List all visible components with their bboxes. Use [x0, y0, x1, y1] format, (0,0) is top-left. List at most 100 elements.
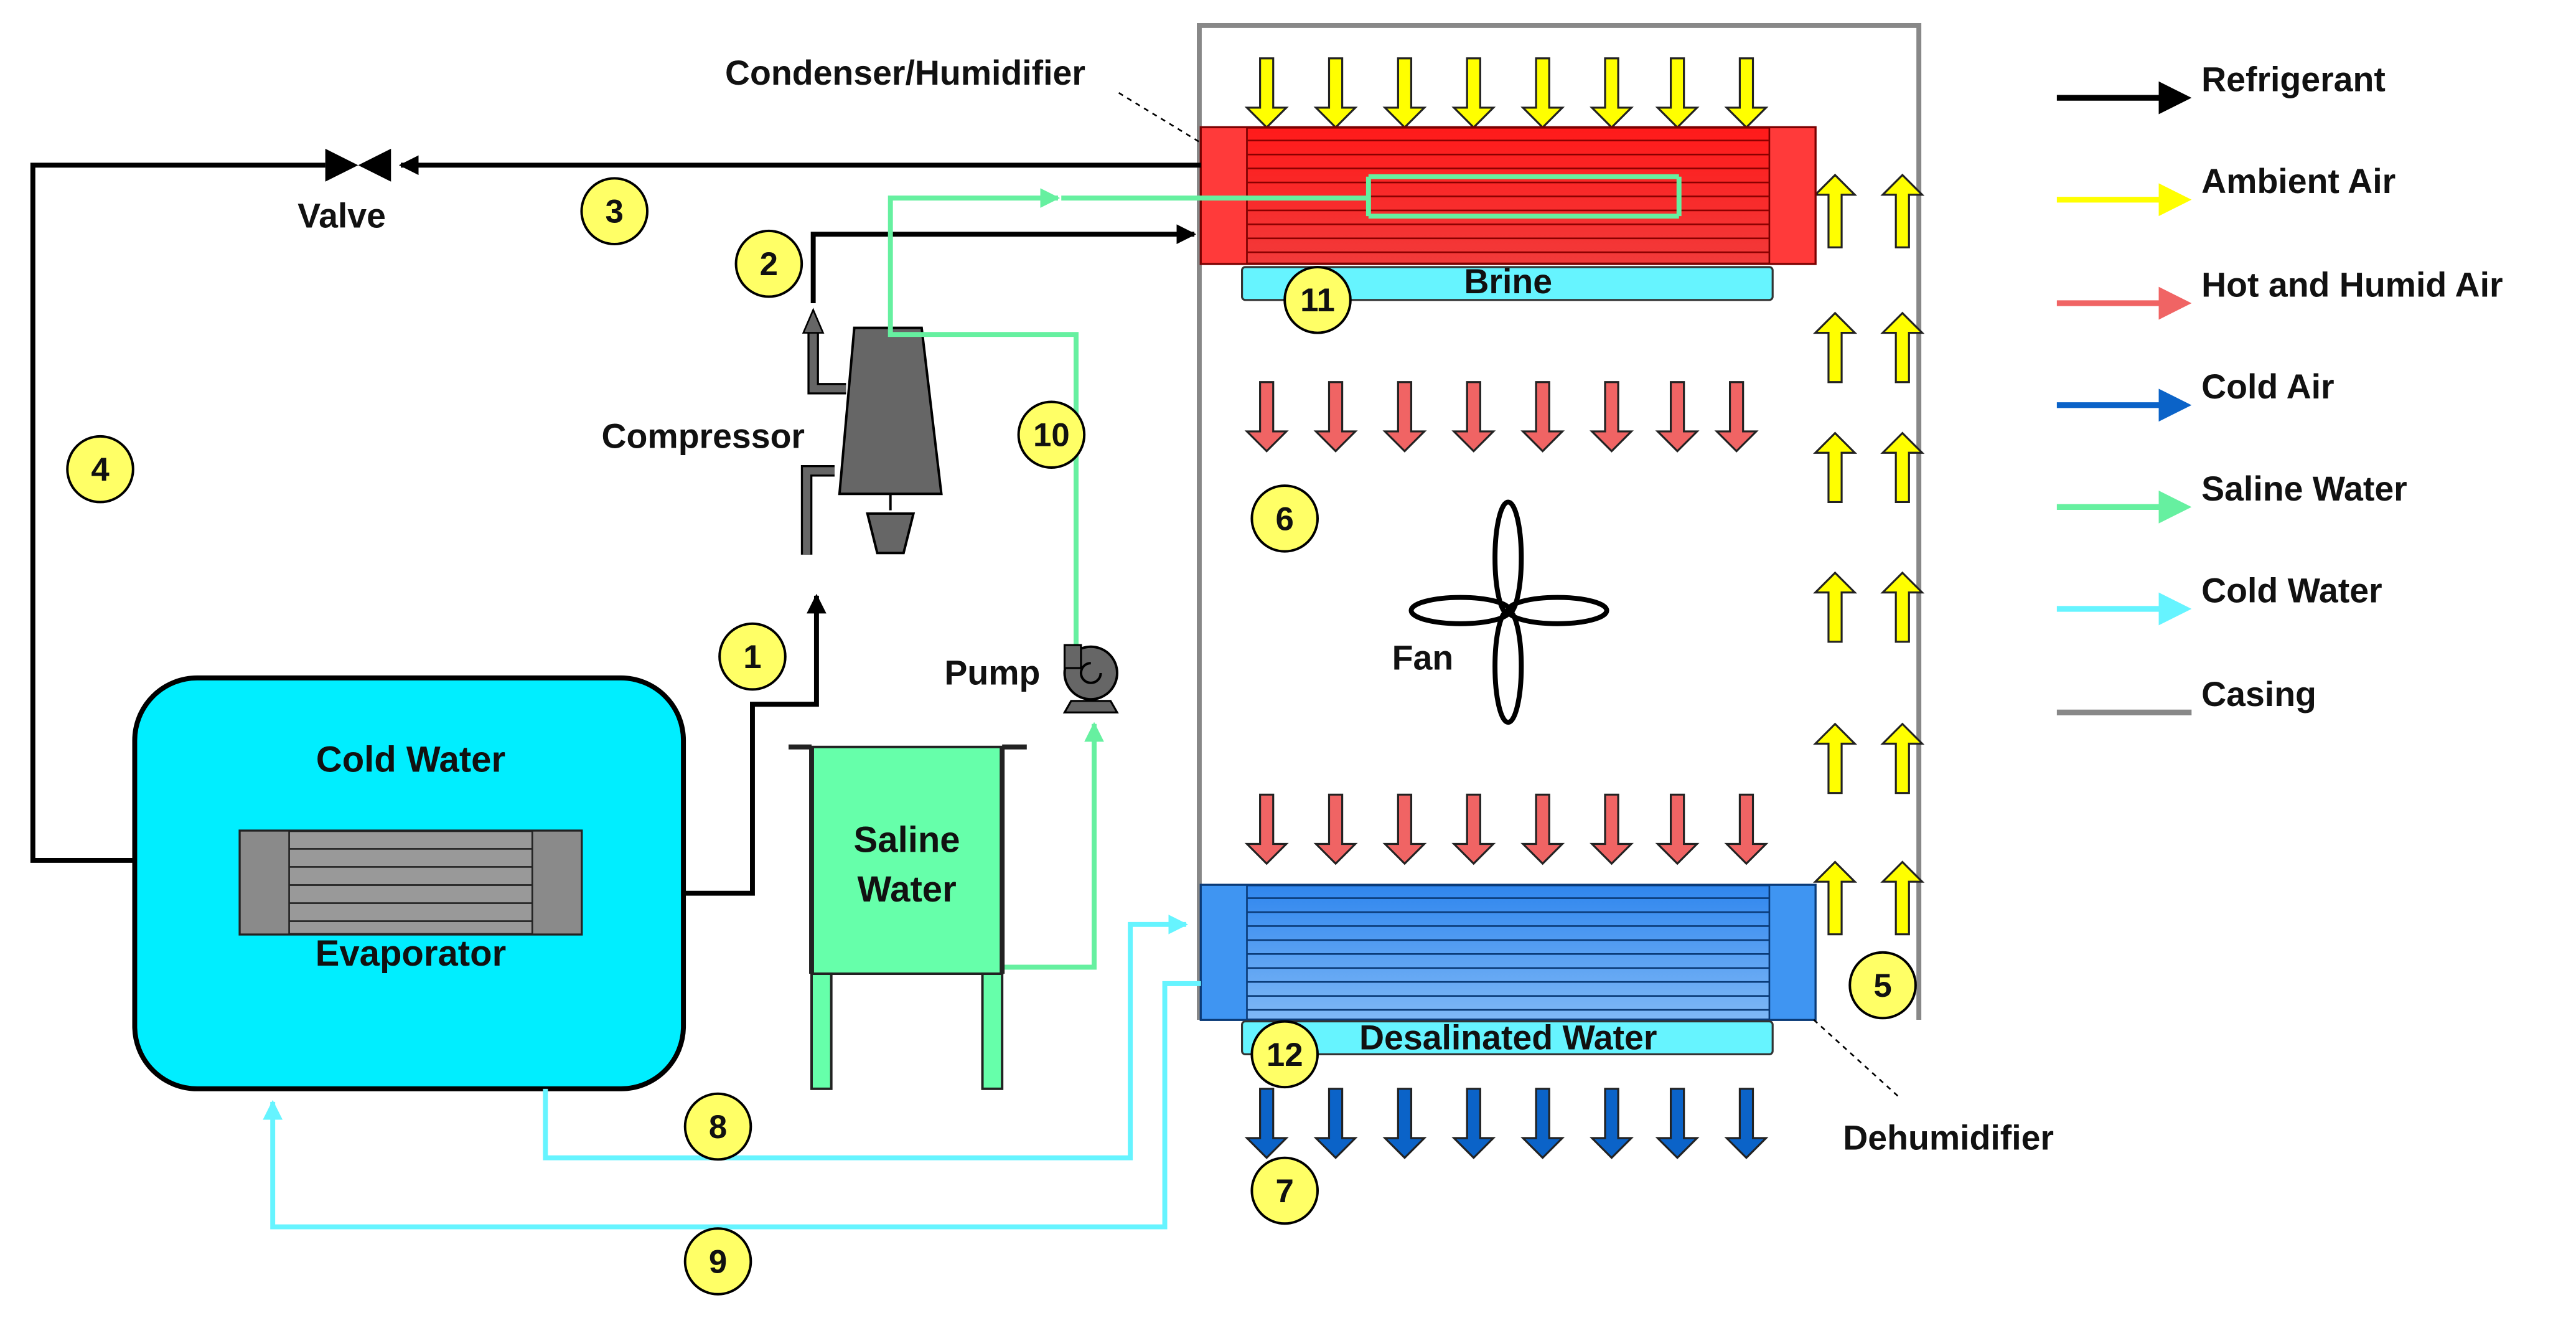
hot-air-arrow — [1382, 381, 1427, 453]
legend-item: Cold Water — [2056, 571, 2382, 626]
hot-air-arrows — [1244, 381, 1769, 865]
legend-label: Refrigerant — [2201, 60, 2386, 99]
ambient-air-arrow — [1880, 173, 1925, 248]
ambient-air-arrow — [1813, 860, 1858, 936]
state-point-4: 4 — [66, 435, 134, 504]
svg-text:4: 4 — [91, 451, 110, 488]
ambient-air-arrow — [1813, 173, 1858, 248]
cold-air-arrow — [1382, 1088, 1427, 1159]
condenser-humidifier-label: Condenser/Humidifier — [725, 54, 1085, 92]
hot-air-arrow — [1655, 793, 1700, 865]
cold-air-arrow — [1655, 1088, 1700, 1159]
legend-label: Saline Water — [2201, 469, 2407, 508]
cold-air-arrow — [1244, 1088, 1289, 1159]
ambient-air-side-arrows — [1813, 173, 1925, 936]
condenser-leader-line — [1118, 92, 1203, 145]
hot-air-arrow — [1655, 381, 1700, 453]
hot-air-arrow — [1244, 793, 1289, 865]
evaporator-coil — [238, 829, 583, 936]
state-point-11: 11 — [1283, 265, 1352, 334]
state-point-3: 3 — [580, 177, 649, 246]
ambient-air-top-arrows — [1244, 57, 1769, 129]
ambient-air-arrow — [1244, 57, 1289, 129]
hot-air-arrow — [1724, 793, 1769, 865]
legend-item: Casing — [2056, 675, 2316, 715]
svg-text:7: 7 — [1276, 1173, 1294, 1210]
state-point-9: 9 — [683, 1227, 752, 1296]
hot-air-arrow — [1451, 793, 1496, 865]
hot-air-arrow — [1590, 381, 1634, 453]
ambient-air-arrow — [1813, 431, 1858, 504]
fan-label: Fan — [1392, 639, 1454, 677]
pump-label: Pump — [944, 653, 1040, 692]
cold-air-arrow — [1313, 1088, 1358, 1159]
evaporator-label: Evaporator — [316, 933, 507, 974]
pump-icon — [1062, 644, 1119, 713]
state-point-5: 5 — [1848, 951, 1917, 1020]
dehumidifier-label: Dehumidifier — [1843, 1118, 2054, 1157]
state-point-12: 12 — [1250, 1020, 1319, 1089]
ambient-air-arrow — [1813, 571, 1858, 643]
compressor-label: Compressor — [602, 417, 805, 455]
cold-air-arrows — [1244, 1088, 1769, 1159]
ambient-air-arrow — [1724, 57, 1769, 129]
condenser-humidifier — [1199, 126, 1817, 265]
hot-air-arrow — [1590, 793, 1634, 865]
cold-air-arrow — [1520, 1088, 1565, 1159]
ambient-air-arrow — [1655, 57, 1700, 129]
ambient-air-arrow — [1520, 57, 1565, 129]
dehumidifier-leader-line — [1813, 1019, 1901, 1099]
ambient-air-arrow — [1451, 57, 1496, 129]
legend-label: Cold Air — [2201, 367, 2334, 406]
fan-icon — [1408, 499, 1609, 725]
compressor-icon — [800, 308, 943, 555]
legend-item: Refrigerant — [2056, 60, 2386, 115]
saline-tank-label-line2: Water — [858, 869, 957, 910]
hot-air-arrow — [1451, 381, 1496, 453]
svg-text:11: 11 — [1300, 282, 1335, 319]
hot-air-arrow — [1382, 793, 1427, 865]
ambient-air-arrow — [1880, 722, 1925, 794]
saline-tank-label-line1: Saline — [854, 820, 960, 860]
state-point-10: 10 — [1017, 400, 1086, 469]
state-point-7: 7 — [1250, 1156, 1319, 1225]
ambient-air-arrow — [1880, 431, 1925, 504]
ambient-air-arrow — [1880, 860, 1925, 936]
ambient-air-arrow — [1880, 311, 1925, 384]
legend-item: Saline Water — [2056, 469, 2407, 524]
ambient-air-arrow — [1813, 311, 1858, 384]
hot-air-arrow — [1520, 793, 1565, 865]
legend-item: Hot and Humid Air — [2056, 265, 2503, 320]
brine-label: Brine — [1464, 262, 1552, 301]
cold-water-tank-label: Cold Water — [316, 739, 505, 779]
legend-label: Hot and Humid Air — [2201, 265, 2503, 304]
ambient-air-arrow — [1313, 57, 1358, 129]
ambient-air-arrow — [1813, 722, 1858, 794]
hot-air-arrow — [1520, 381, 1565, 453]
valve-label: Valve — [297, 197, 386, 235]
desalinated-water-tray — [1241, 1020, 1774, 1055]
saline-water-tank — [789, 744, 1027, 1090]
state-point-1: 1 — [718, 622, 787, 691]
state-point-8: 8 — [683, 1092, 752, 1161]
svg-text:8: 8 — [709, 1109, 727, 1146]
hot-air-arrow — [1714, 381, 1759, 453]
legend-label: Casing — [2201, 675, 2316, 713]
legend-item: Cold Air — [2056, 367, 2335, 422]
hot-air-arrow — [1313, 381, 1358, 453]
dehumidifier-coil — [1199, 883, 1817, 1021]
ambient-air-arrow — [1590, 57, 1634, 129]
hot-air-arrow — [1313, 793, 1358, 865]
cold-water-lines — [263, 915, 1201, 1230]
svg-text:3: 3 — [606, 194, 624, 230]
hot-air-arrow — [1244, 381, 1289, 453]
state-point-2: 2 — [734, 229, 803, 298]
legend-label: Ambient Air — [2201, 162, 2396, 200]
cold-air-arrow — [1590, 1088, 1634, 1159]
svg-text:12: 12 — [1267, 1037, 1303, 1073]
ambient-air-arrow — [1382, 57, 1427, 129]
brine-tray — [1241, 266, 1774, 301]
ambient-air-arrow — [1880, 571, 1925, 643]
